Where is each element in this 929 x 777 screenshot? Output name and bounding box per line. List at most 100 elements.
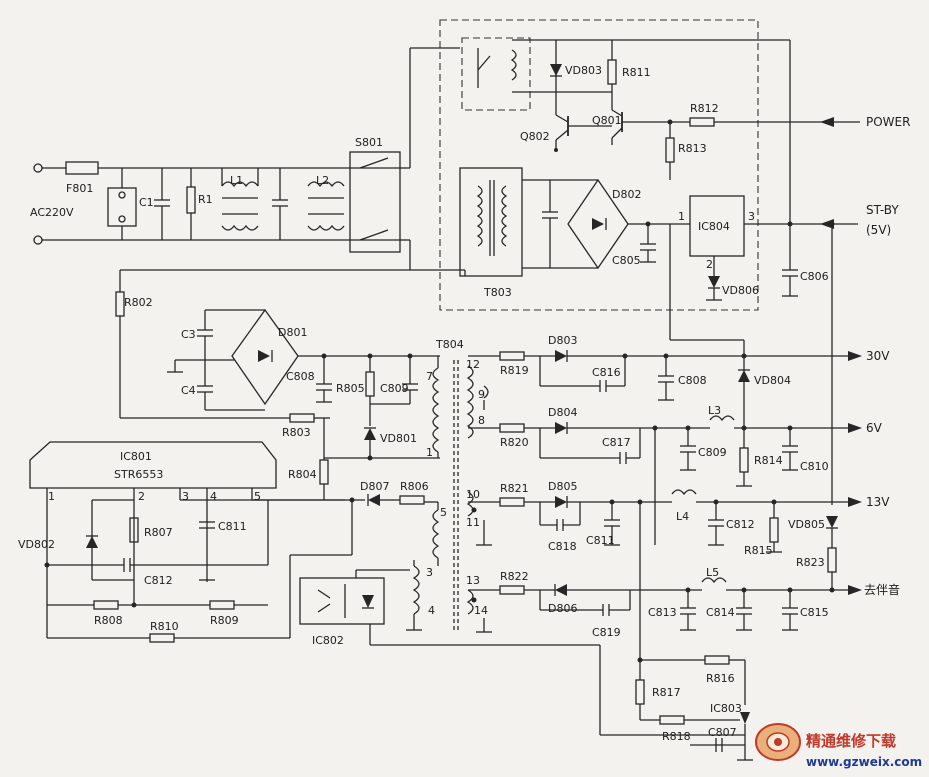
label-r819: R819: [500, 364, 529, 377]
label-r806: R806: [400, 480, 429, 493]
label-stby-5v: (5V): [866, 223, 891, 237]
label-r802: R802: [124, 296, 153, 309]
label-c812: C812: [144, 574, 173, 587]
label-l3: L3: [708, 404, 721, 417]
label-r823: R823: [796, 556, 825, 569]
label-c817: C817: [602, 436, 631, 449]
switch-s801: [349, 151, 401, 253]
standby-dashed-box: [439, 19, 759, 311]
label-r803: R803: [282, 426, 311, 439]
label-r821: R821: [500, 482, 529, 495]
label-vd806: VD806: [722, 284, 759, 297]
label-vd801: VD801: [380, 432, 417, 445]
label-r816: R816: [706, 672, 735, 685]
label-w3: 3: [426, 566, 433, 579]
label-ic803: IC803: [710, 702, 742, 715]
label-d805: D805: [548, 480, 577, 493]
label-c814: C814: [706, 606, 735, 619]
label-l4: L4: [676, 510, 689, 523]
label-c811b: C811: [586, 534, 615, 547]
label-c810: C810: [800, 460, 829, 473]
label-q802: Q802: [520, 130, 550, 143]
label-c811a: C811: [218, 520, 247, 533]
transformer-t803: [459, 167, 523, 277]
label-l1: L1: [230, 174, 243, 187]
label-f801: F801: [66, 182, 93, 195]
label-d807: D807: [360, 480, 389, 493]
label-t803: T803: [483, 286, 512, 299]
label-r818: R818: [662, 730, 691, 743]
label-vd803: VD803: [565, 64, 602, 77]
label-c1: C1: [139, 196, 154, 209]
label-d802: D802: [612, 188, 641, 201]
label-c805: C805: [612, 254, 641, 267]
label-d803: D803: [548, 334, 577, 347]
label-c813: C813: [648, 606, 677, 619]
label-w11: 11: [466, 516, 480, 529]
standby-section: [459, 37, 860, 505]
label-ic802: IC802: [312, 634, 344, 647]
label-r808: R808: [94, 614, 123, 627]
label-30v: 30V: [866, 349, 890, 363]
label-c812b: C812: [726, 518, 755, 531]
bridge-d801: [231, 308, 299, 406]
label-q801: Q801: [592, 114, 622, 127]
label-pin2: 2: [138, 490, 145, 503]
fuse-f801: [65, 161, 99, 175]
optocoupler-ic802: [299, 577, 385, 625]
label-r817: R817: [652, 686, 681, 699]
ic804: [689, 195, 745, 257]
label-pin3: 3: [182, 490, 189, 503]
label-6v: 6V: [866, 421, 883, 435]
watermark-text: 精通维修下载: [806, 732, 896, 750]
label-w8: 8: [478, 414, 485, 427]
label-t804: T804: [435, 338, 464, 351]
component-labels: F801 AC220V C1 R1 L1 L2 S801 VD803 R811 …: [18, 64, 922, 769]
label-w14: 14: [474, 604, 488, 617]
label-r815: R815: [744, 544, 773, 557]
label-c819: C819: [592, 626, 621, 639]
watermark-url: www.gzweix.com: [806, 755, 922, 769]
label-pin1: 1: [48, 490, 55, 503]
label-ac220v: AC220V: [30, 206, 74, 219]
label-r820: R820: [500, 436, 529, 449]
label-ic801: IC801: [120, 450, 152, 463]
label-w9: 9: [478, 388, 485, 401]
label-l2: L2: [316, 174, 329, 187]
label-r1: R1: [198, 193, 213, 206]
label-ic804-pin2: 2: [706, 258, 713, 271]
label-r804: R804: [288, 468, 317, 481]
label-s801: S801: [355, 136, 383, 149]
label-r807: R807: [144, 526, 173, 539]
label-stby: ST-BY: [866, 203, 899, 217]
label-d806: D806: [548, 602, 577, 615]
label-r814: R814: [754, 454, 783, 467]
label-power: POWER: [866, 115, 910, 129]
bridge-d802: [567, 178, 629, 270]
label-w4: 4: [428, 604, 435, 617]
label-ic804: IC804: [698, 220, 730, 233]
label-ic804-pin3: 3: [748, 210, 755, 223]
label-pin4: 4: [210, 490, 217, 503]
label-r805: R805: [336, 382, 365, 395]
ic801: [29, 441, 277, 489]
label-r811: R811: [622, 66, 651, 79]
label-w1: 1: [426, 446, 433, 459]
label-ic804-pin1: 1: [678, 210, 685, 223]
label-c809a: C809: [380, 382, 409, 395]
secondary-section: [466, 340, 862, 761]
label-str6553: STR6553: [114, 468, 163, 481]
label-c806: C806: [800, 270, 829, 283]
label-c3: C3: [181, 328, 196, 341]
relay: [461, 37, 531, 111]
label-c808b: C808: [678, 374, 707, 387]
label-w13: 13: [466, 574, 480, 587]
label-w7: 7: [426, 370, 433, 383]
label-c808a: C808: [286, 370, 315, 383]
label-r813: R813: [678, 142, 707, 155]
label-w10: 10: [466, 488, 480, 501]
label-r810: R810: [150, 620, 179, 633]
varistor-box: [107, 187, 137, 227]
